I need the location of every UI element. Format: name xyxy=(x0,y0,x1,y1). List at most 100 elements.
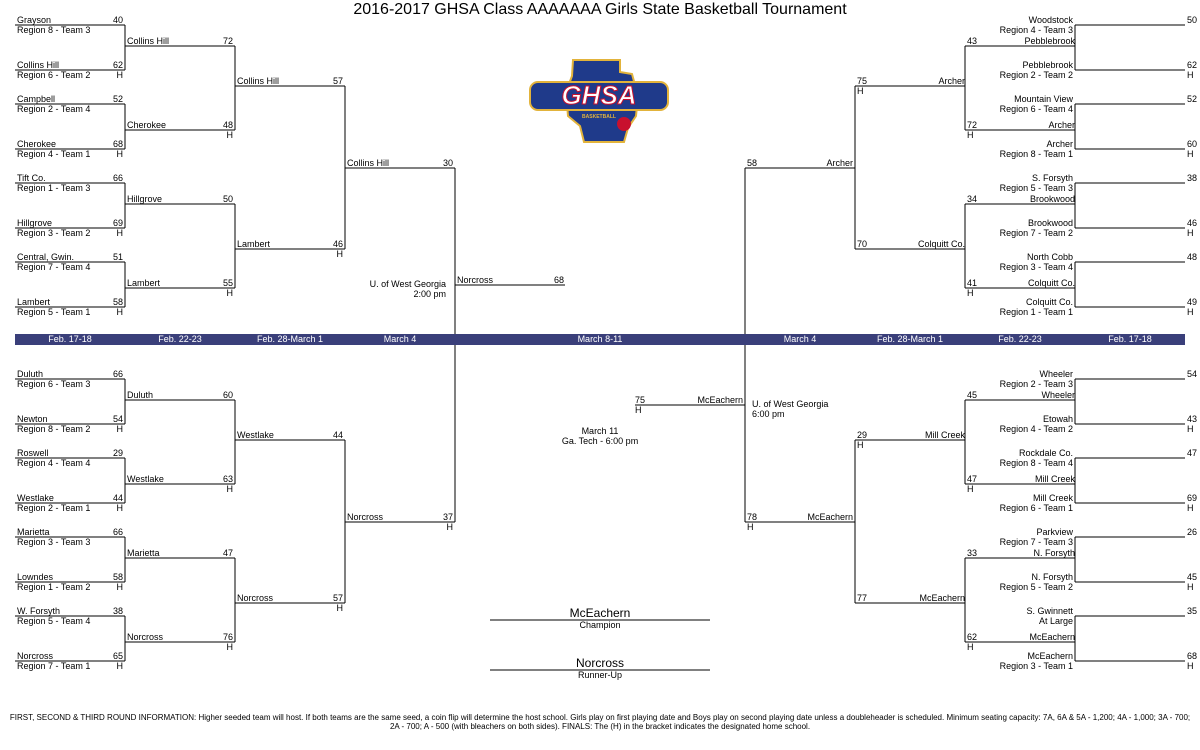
home-marker: H xyxy=(967,288,974,298)
team-name: North Cobb xyxy=(1026,252,1073,262)
team-seed: Region 7 - Team 1 xyxy=(17,661,91,671)
team-seed: Region 7 - Team 2 xyxy=(999,228,1073,238)
team-name: Duluth xyxy=(127,390,154,400)
team-score: 66 xyxy=(112,173,123,183)
team-name: S. Gwinnett xyxy=(1026,606,1073,616)
page-title: 2016-2017 GHSA Class AAAAAAA Girls State… xyxy=(353,1,847,18)
team-score: 58 xyxy=(112,572,123,582)
home-marker: H xyxy=(116,70,124,80)
team-name: Wheeler xyxy=(1039,369,1073,379)
team-name: Mill Creek xyxy=(1032,493,1073,503)
home-marker: H xyxy=(747,522,754,532)
team-score: 78 xyxy=(747,512,758,522)
right-semi-site: U. of West Georgia xyxy=(752,399,829,409)
team-score: 47 xyxy=(222,548,233,558)
team-name: Lowndes xyxy=(17,572,54,582)
runner-up-name: Norcross xyxy=(575,656,624,670)
home-marker: H xyxy=(1187,424,1194,434)
team-score: 43 xyxy=(1187,414,1198,424)
team-name: W. Forsyth xyxy=(17,606,61,616)
team-seed: Region 3 - Team 4 xyxy=(999,262,1073,272)
footer-notes: FIRST, SECOND & THIRD ROUND INFORMATION:… xyxy=(9,713,1191,731)
team-score: 44 xyxy=(332,430,343,440)
team-score: 51 xyxy=(112,252,123,262)
team-score: 76 xyxy=(222,632,233,642)
round-date-center: March 8-11 xyxy=(577,334,623,344)
team-score: 52 xyxy=(1187,94,1198,104)
round-date-right-1: Feb. 17-18 xyxy=(1108,334,1152,344)
team-name: Grayson xyxy=(17,15,52,25)
home-marker: H xyxy=(226,130,234,140)
team-seed: Region 1 - Team 3 xyxy=(17,183,91,193)
round-date-left-2: Feb. 22-23 xyxy=(158,334,202,344)
team-score: 57 xyxy=(332,593,343,603)
round-dates-band xyxy=(15,334,1185,345)
team-name: Hillgrove xyxy=(17,218,53,228)
team-seed: Region 8 - Team 4 xyxy=(999,458,1073,468)
team-name: Newton xyxy=(17,414,48,424)
team-name: N. Forsyth xyxy=(1033,548,1075,558)
svg-text:GHSA: GHSA xyxy=(561,80,636,110)
team-seed: Region 8 - Team 1 xyxy=(999,149,1073,159)
home-marker: H xyxy=(226,484,234,494)
team-score: 29 xyxy=(112,448,123,458)
team-score: 45 xyxy=(967,390,978,400)
team-seed: At Large xyxy=(1038,616,1073,626)
home-marker: H xyxy=(857,86,864,96)
team-score: 34 xyxy=(967,194,978,204)
home-marker: H xyxy=(1187,582,1194,592)
team-score: 68 xyxy=(553,275,564,285)
team-score: 46 xyxy=(332,239,343,249)
team-seed: Region 5 - Team 1 xyxy=(17,307,91,317)
team-score: 37 xyxy=(442,512,453,522)
team-name: Wheeler xyxy=(1041,390,1075,400)
team-name: Cherokee xyxy=(17,139,57,149)
team-seed: Region 1 - Team 2 xyxy=(17,582,91,592)
team-score: 77 xyxy=(857,593,868,603)
team-seed: Region 7 - Team 4 xyxy=(17,262,91,272)
team-seed: Region 8 - Team 3 xyxy=(17,25,91,35)
team-name: Central, Gwin. xyxy=(17,252,75,262)
team-score: 66 xyxy=(112,527,123,537)
team-name: Lambert xyxy=(127,278,161,288)
team-score: 54 xyxy=(1187,369,1198,379)
home-marker: H xyxy=(967,484,974,494)
team-seed: Region 6 - Team 3 xyxy=(17,379,91,389)
team-name: Parkview xyxy=(1036,527,1073,537)
team-score: 72 xyxy=(967,120,978,130)
svg-text:BASKETBALL: BASKETBALL xyxy=(582,114,616,120)
team-score: 58 xyxy=(112,297,123,307)
team-score: 40 xyxy=(112,15,123,25)
team-name: Marietta xyxy=(127,548,160,558)
team-score: 62 xyxy=(112,60,123,70)
home-marker: H xyxy=(336,249,344,259)
round-date-left-4: March 4 xyxy=(383,334,417,344)
team-name: Collins Hill xyxy=(347,158,390,168)
team-name: Mill Creek xyxy=(1034,474,1075,484)
team-seed: Region 5 - Team 3 xyxy=(999,183,1073,193)
team-seed: Region 6 - Team 1 xyxy=(999,503,1073,513)
team-seed: Region 6 - Team 4 xyxy=(999,104,1073,114)
team-score: 41 xyxy=(967,278,978,288)
team-name: Archer xyxy=(1048,120,1075,130)
home-marker: H xyxy=(857,440,864,450)
team-score: 38 xyxy=(112,606,123,616)
team-score: 68 xyxy=(112,139,123,149)
team-score: 60 xyxy=(1187,139,1198,149)
home-marker: H xyxy=(116,307,124,317)
home-marker: H xyxy=(116,503,124,513)
home-marker: H xyxy=(1187,228,1194,238)
team-score: 55 xyxy=(222,278,233,288)
team-name: Pebblebrook xyxy=(1022,60,1073,70)
team-score: 70 xyxy=(857,239,868,249)
home-marker: H xyxy=(116,582,124,592)
team-score: 47 xyxy=(967,474,978,484)
final-site: Ga. Tech - 6:00 pm xyxy=(561,436,639,446)
champion-name: McEachern xyxy=(569,606,631,620)
team-name: Tift Co. xyxy=(17,173,46,183)
home-marker: H xyxy=(1187,307,1194,317)
team-score: 38 xyxy=(1187,173,1198,183)
team-score: 54 xyxy=(112,414,123,424)
team-seed: Region 2 - Team 2 xyxy=(999,70,1073,80)
